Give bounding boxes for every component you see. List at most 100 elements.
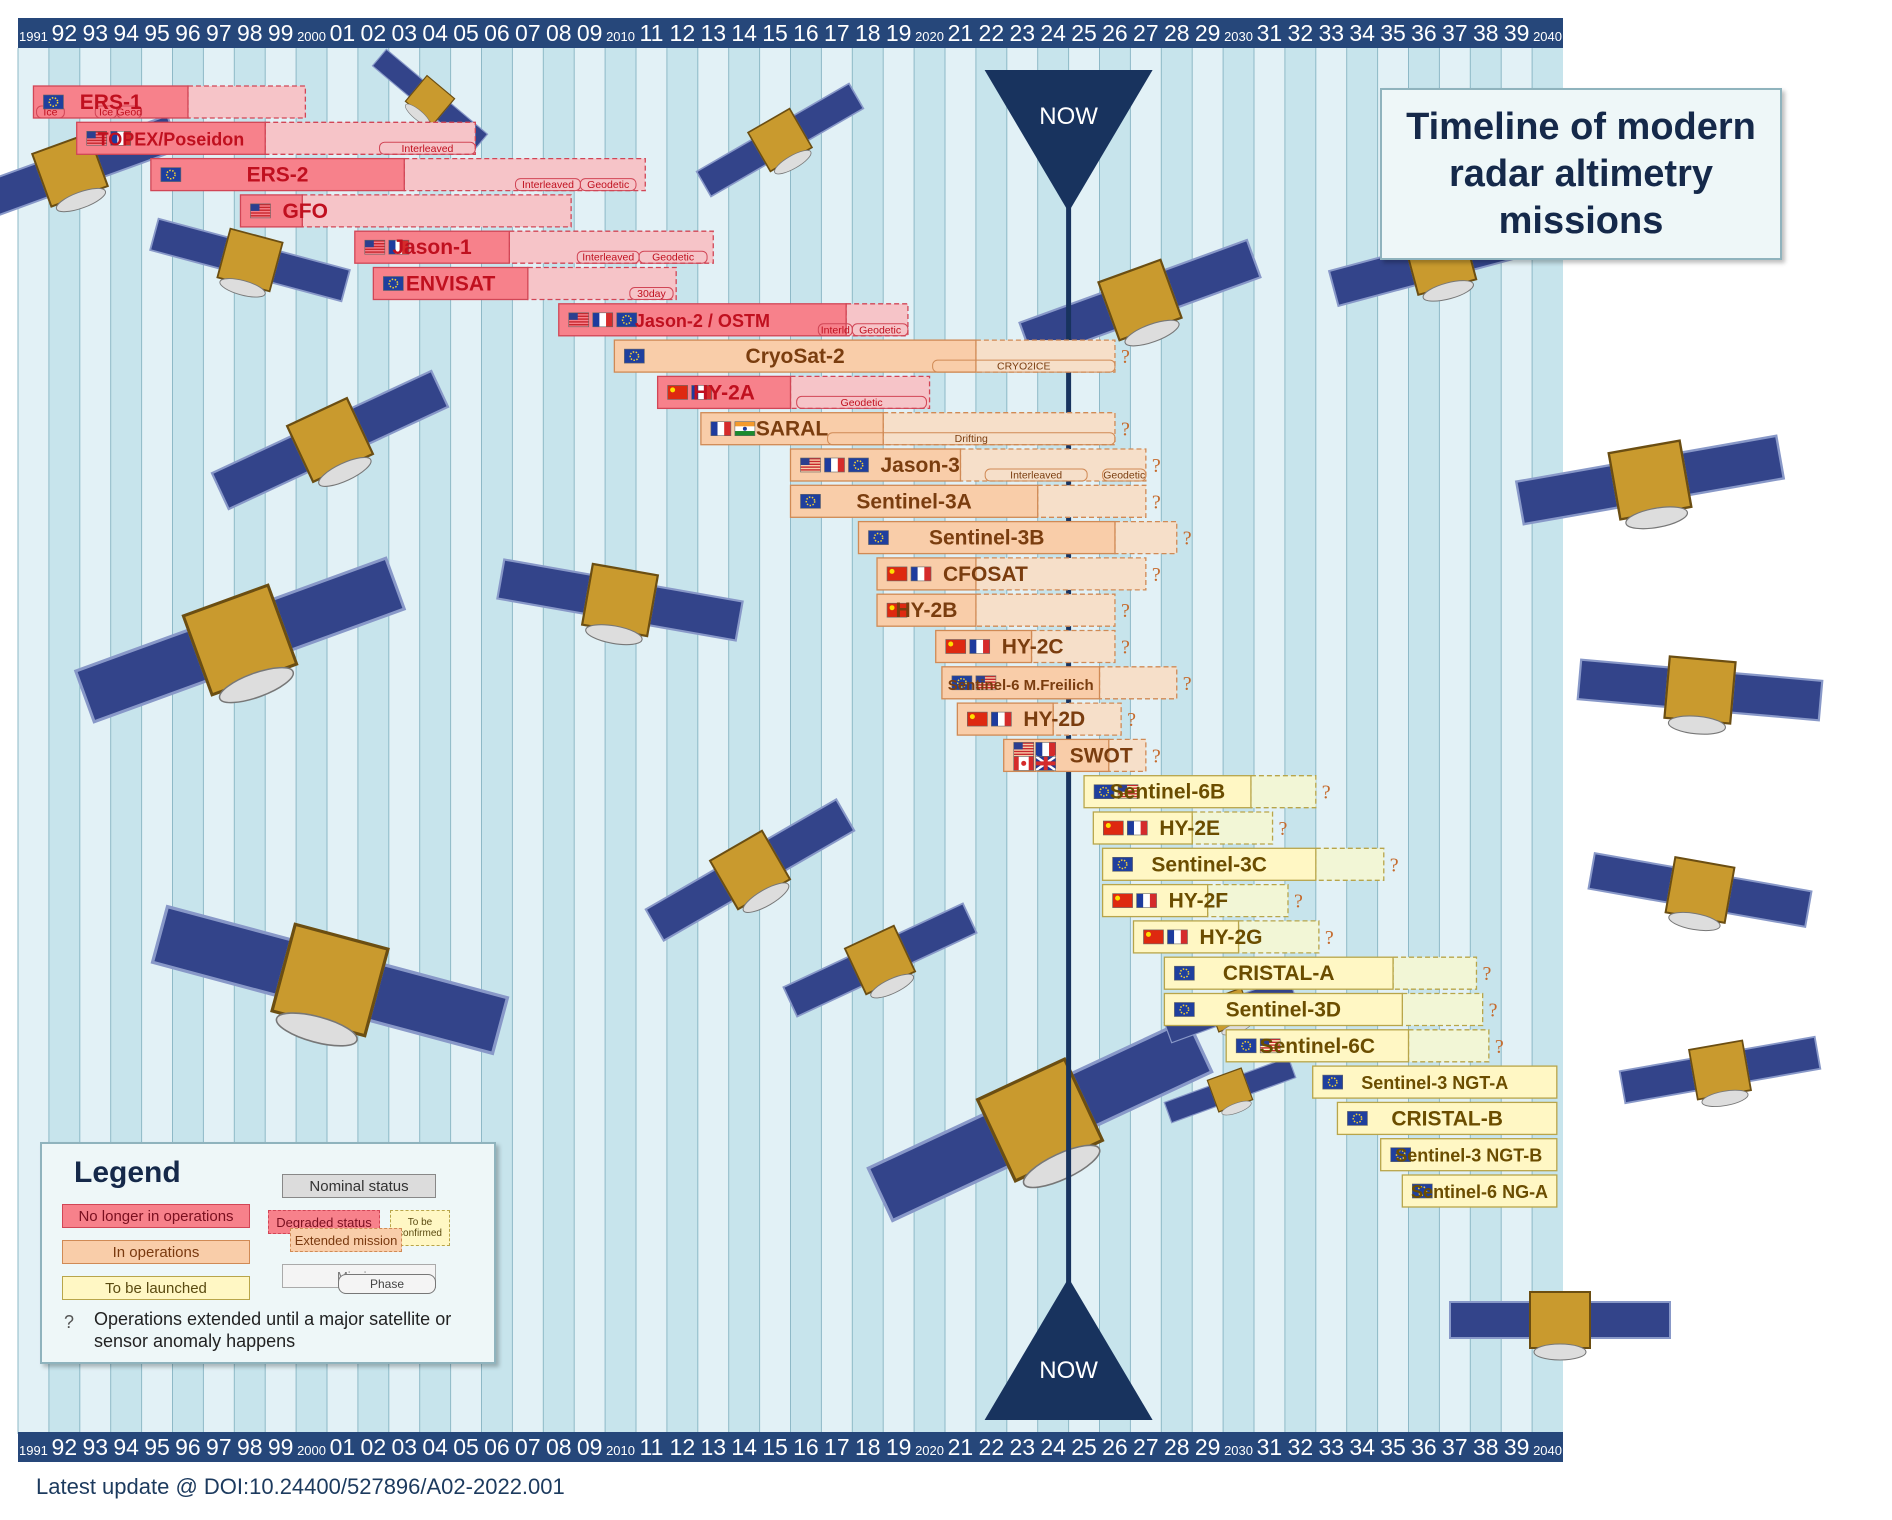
mission-label: Sentinel-6 NG-A — [1411, 1182, 1548, 1202]
tick-label: 03 — [391, 20, 417, 46]
flag-cn-icon — [1112, 893, 1133, 908]
mission-label: HY-2C — [1002, 636, 1064, 659]
tick-label: 98 — [237, 1434, 263, 1460]
tick-label: 17 — [824, 20, 850, 46]
flag-us-icon — [86, 131, 108, 146]
tick-label: 37 — [1442, 1434, 1468, 1460]
confirm-question-mark: ? — [1294, 891, 1303, 913]
flag-eu-icon — [848, 457, 869, 473]
satellite-icon — [149, 217, 351, 303]
flag-eu-icon — [383, 276, 404, 291]
mission-row: Sentinel-6 M.Freilich? — [941, 666, 1192, 700]
tick-label: 92 — [52, 20, 78, 46]
mission-nominal-bar — [857, 520, 1116, 555]
mission-extended-bar — [1392, 956, 1478, 990]
phase-label: Interld — [821, 324, 850, 336]
tick-label: 12 — [670, 20, 696, 46]
tick-label: 2000 — [297, 1443, 326, 1458]
tick-label: 2020 — [915, 1443, 944, 1458]
mission-extended-bar — [1098, 666, 1178, 700]
phase-label: Geodetic — [587, 179, 629, 191]
phase-label: 30day — [637, 288, 666, 300]
year-column — [883, 48, 915, 1434]
tick-label: 08 — [546, 1434, 572, 1460]
now-label-top: NOW — [1039, 103, 1098, 130]
mission-row: CFOSAT? — [876, 557, 1161, 591]
legend-no-longer: No longer in operations — [62, 1204, 250, 1228]
mission-label: TOPEX/Poseidon — [98, 129, 245, 149]
tick-label: 17 — [824, 1434, 850, 1460]
year-column — [852, 48, 884, 1434]
tick-label: 36 — [1411, 20, 1437, 46]
mission-row: Sentinel-6 NG-A — [1401, 1174, 1558, 1208]
tick-label: 05 — [453, 20, 479, 46]
flag-us-icon — [800, 457, 821, 473]
tick-label: 13 — [700, 1434, 726, 1460]
flag-cn-icon — [886, 566, 908, 582]
flag-cn-icon — [667, 385, 688, 400]
confirm-question-mark: ? — [1279, 818, 1288, 840]
phase-bar — [851, 323, 909, 337]
tick-label: 96 — [175, 1434, 201, 1460]
tick-label: 99 — [268, 20, 294, 46]
tick-label: 94 — [113, 20, 139, 46]
flag-fr-icon — [691, 385, 712, 400]
confirm-question-mark: ? — [1121, 600, 1130, 622]
flag-fr-icon — [1035, 742, 1057, 757]
legend-question-mark: ? — [64, 1312, 75, 1332]
tick-label: 2020 — [915, 29, 944, 44]
flag-eu-icon — [1235, 1038, 1257, 1054]
year-column — [821, 48, 853, 1434]
phase-label: Geodetic — [841, 397, 883, 409]
flag-fr-icon — [1167, 929, 1188, 945]
mission-extended-bar — [1407, 1029, 1490, 1063]
mission-row: Sentinel-6B? — [1083, 775, 1331, 809]
tick-label: 08 — [546, 20, 572, 46]
mission-label: HY-2G — [1199, 926, 1262, 949]
tick-label: 21 — [948, 1434, 974, 1460]
flag-fr-icon — [388, 239, 410, 255]
tick-label: 24 — [1040, 20, 1066, 46]
tick-label: 99 — [268, 1434, 294, 1460]
confirm-question-mark: ? — [1482, 963, 1491, 985]
satellite-icon — [695, 82, 865, 198]
mission-extended-bar — [1207, 883, 1289, 918]
tick-label: 33 — [1318, 20, 1344, 46]
legend-nominal: Nominal status — [282, 1174, 436, 1198]
now-arrow-top — [984, 70, 1153, 212]
confirm-question-mark: ? — [1121, 346, 1130, 368]
mission-extended-bar — [789, 375, 931, 410]
tick-label: 24 — [1040, 1434, 1066, 1460]
tick-label: 04 — [422, 1434, 448, 1460]
year-column — [1254, 48, 1285, 1434]
confirm-question-mark: ? — [1152, 455, 1161, 477]
confirm-question-mark: ? — [1127, 709, 1136, 731]
tick-label: 14 — [731, 1434, 757, 1460]
confirm-question-mark: ? — [1183, 528, 1192, 550]
mission-extended-bar — [959, 448, 1147, 482]
mission-label: Sentinel-6C — [1260, 1035, 1376, 1058]
tick-label: 27 — [1133, 20, 1159, 46]
flag-us-icon — [568, 312, 590, 328]
flag-cn-icon — [1103, 820, 1124, 836]
tick-label: 94 — [113, 1434, 139, 1460]
tick-label: 34 — [1349, 1434, 1375, 1460]
satellite-icon — [210, 369, 450, 511]
confirm-question-mark: ? — [1325, 927, 1334, 949]
flag-cn-icon — [967, 711, 988, 727]
year-column — [1284, 48, 1316, 1434]
tick-label: 39 — [1504, 1434, 1530, 1460]
tick-label: 19 — [886, 1434, 912, 1460]
flag-us-icon — [364, 239, 386, 255]
confirm-question-mark: ? — [1390, 854, 1399, 876]
mission-nominal-bar — [1163, 992, 1403, 1027]
tick-label: 29 — [1195, 20, 1221, 46]
tick-label: 02 — [361, 1434, 387, 1460]
tick-label: 18 — [855, 1434, 881, 1460]
mission-nominal-bar — [354, 230, 510, 264]
year-column — [790, 48, 822, 1434]
tick-label: 07 — [515, 20, 541, 46]
